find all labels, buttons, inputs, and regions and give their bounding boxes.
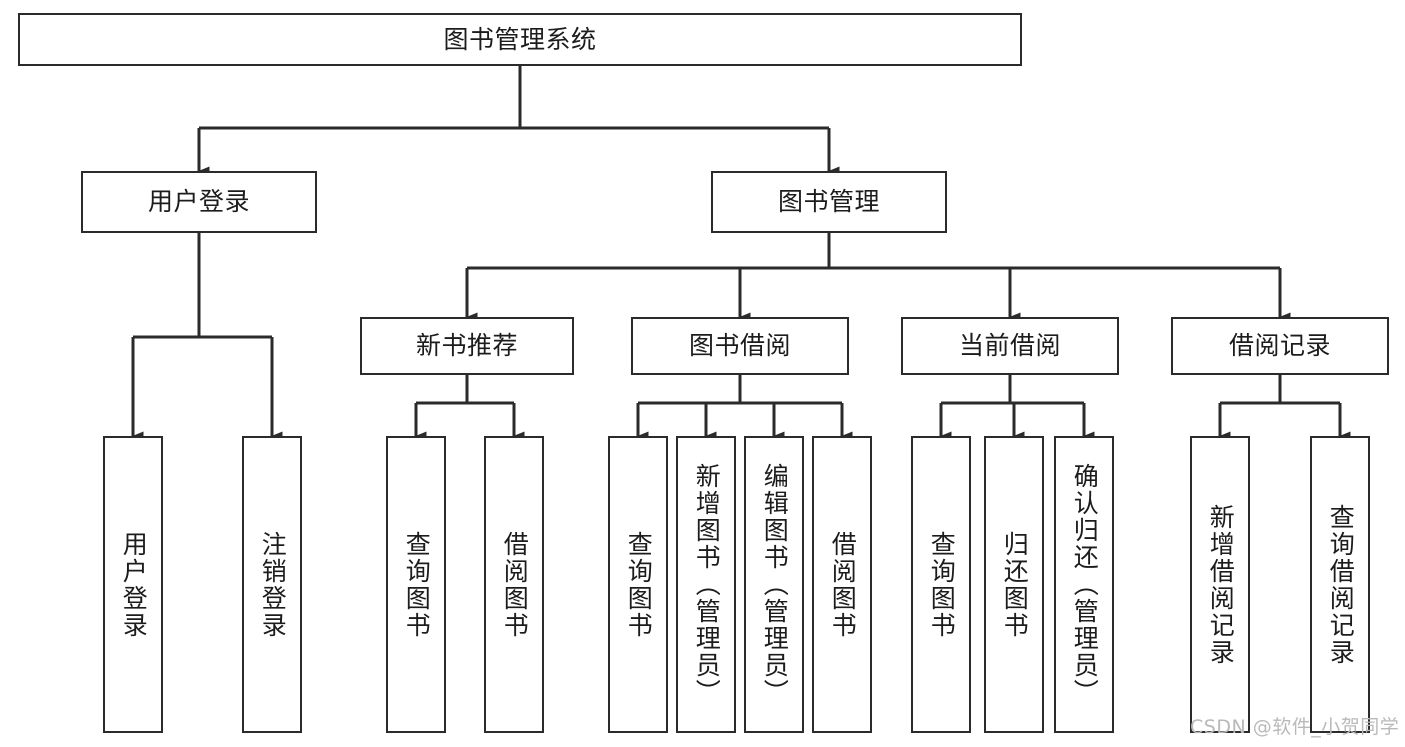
node-label: 新增借阅记录 — [1206, 503, 1236, 666]
node-label: 用户登录 — [147, 187, 250, 217]
node-new-book-recommend[interactable]: 新书推荐 — [360, 317, 574, 375]
node-leaf-query-book-1[interactable]: 查询图书 — [386, 436, 446, 733]
node-leaf-borrow-book-2[interactable]: 借阅图书 — [812, 436, 872, 733]
node-label: 借阅图书 — [500, 530, 530, 639]
node-leaf-logout[interactable]: 注销登录 — [242, 436, 302, 733]
node-label: 图书管理 — [777, 187, 880, 217]
node-label: 编辑图书（管理员） — [760, 463, 790, 706]
node-book-manage[interactable]: 图书管理 — [711, 171, 947, 233]
node-label: 新书推荐 — [415, 331, 518, 361]
node-label: 当前借阅 — [958, 331, 1061, 361]
node-label: 图书管理系统 — [443, 24, 597, 54]
node-label: 借阅图书 — [828, 530, 858, 639]
node-user-login[interactable]: 用户登录 — [81, 171, 317, 233]
node-label: 查询图书 — [624, 530, 654, 639]
node-label: 借阅记录 — [1228, 331, 1331, 361]
node-leaf-query-record[interactable]: 查询借阅记录 — [1310, 436, 1370, 733]
node-leaf-query-book-2[interactable]: 查询图书 — [608, 436, 668, 733]
node-leaf-add-book[interactable]: 新增图书（管理员） — [676, 436, 736, 733]
node-label: 图书借阅 — [688, 331, 791, 361]
node-leaf-add-record[interactable]: 新增借阅记录 — [1190, 436, 1250, 733]
node-current-borrow[interactable]: 当前借阅 — [901, 317, 1119, 375]
node-leaf-return-book[interactable]: 归还图书 — [984, 436, 1044, 733]
node-label: 查询图书 — [402, 530, 432, 639]
node-label: 查询借阅记录 — [1326, 503, 1356, 666]
node-borrow-record[interactable]: 借阅记录 — [1171, 317, 1389, 375]
node-leaf-confirm-return[interactable]: 确认归还（管理员） — [1054, 436, 1114, 733]
node-label: 归还图书 — [1000, 530, 1030, 639]
node-leaf-query-book-3[interactable]: 查询图书 — [911, 436, 971, 733]
node-leaf-user-login[interactable]: 用户登录 — [103, 436, 163, 733]
node-leaf-edit-book[interactable]: 编辑图书（管理员） — [744, 436, 804, 733]
node-label: 用户登录 — [119, 530, 149, 639]
node-leaf-borrow-book-1[interactable]: 借阅图书 — [484, 436, 544, 733]
watermark-text: CSDN @软件_小贺同学 — [1190, 716, 1400, 738]
node-root[interactable]: 图书管理系统 — [18, 13, 1022, 66]
node-label: 注销登录 — [258, 530, 288, 639]
node-book-borrow[interactable]: 图书借阅 — [631, 317, 849, 375]
node-label: 新增图书（管理员） — [692, 463, 722, 706]
node-label: 确认归还（管理员） — [1070, 463, 1100, 706]
node-label: 查询图书 — [927, 530, 957, 639]
